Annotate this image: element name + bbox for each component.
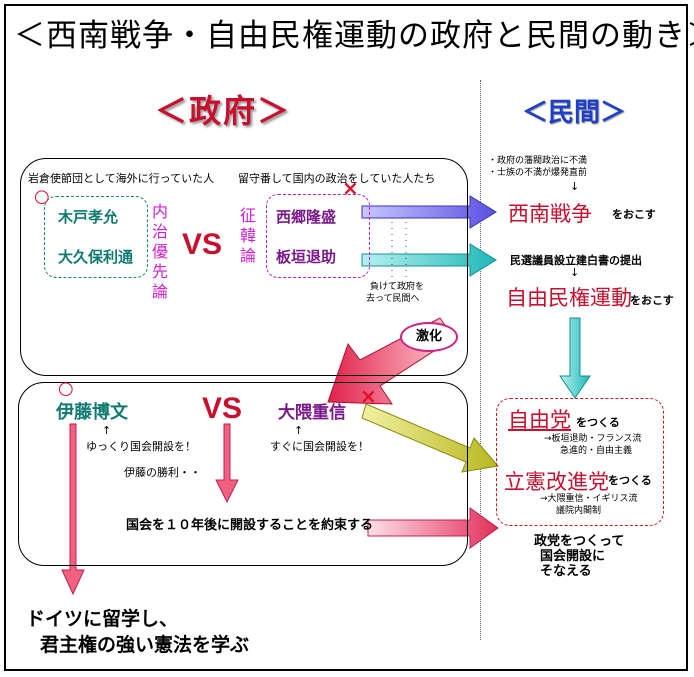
circle-mark-ito: ○	[58, 378, 74, 399]
gekika-bubble: 激化	[400, 322, 458, 352]
jiyuto-name: 自由党	[508, 408, 571, 432]
small-down-arrow-1: ↓	[570, 180, 580, 193]
small-down-arrow-2: ↓	[570, 266, 580, 279]
iwakura-label: 岩倉使節団として海外に行っていた人	[28, 172, 215, 185]
arrow-okuma-to-rikken	[361, 403, 499, 473]
okuma-note: すぐに国会開設を！	[270, 440, 369, 453]
jiyu-minken-movement: 自由民権運動	[506, 286, 632, 310]
arrow-minken-to-jiyuto	[559, 317, 591, 399]
itagaki-name: 板垣退助	[276, 248, 337, 266]
germany-line-2: 君主権の強い憲法を学ぶ	[40, 634, 250, 656]
government-header: ＜政府＞	[155, 92, 292, 130]
party-line-1: 政党をつくって	[534, 534, 625, 549]
party-line-3: そなえる	[540, 564, 592, 579]
arrow-up-okuma: ↑	[294, 424, 304, 437]
rikken-detail-2: 議院内閣制	[556, 506, 602, 516]
arrow-promise-to-party	[367, 507, 499, 549]
okubo-name: 大久保利通	[58, 248, 134, 266]
ito-name: 伊藤博文	[56, 402, 128, 423]
vs-bottom: VS	[202, 392, 243, 425]
cross-mark-okuma: ×	[360, 384, 377, 408]
arrow-ito-down	[61, 423, 85, 596]
rusu-group-box	[266, 194, 370, 278]
center-divider	[480, 80, 481, 640]
rikken-detail-1: →大隈重信・イギリス流	[540, 494, 638, 504]
rusu-label: 留守番して国内の政治をしていた人たち	[238, 172, 436, 185]
arrow-ito-win-down	[215, 423, 239, 504]
rikken-kaishinto-name: 立憲改進党	[504, 470, 609, 494]
jiyuto-suffix: をつくる	[576, 416, 620, 429]
okuma-name: 大隈重信	[278, 403, 346, 423]
rikken-suffix: をつくる	[608, 474, 652, 487]
parties-group-box	[496, 398, 664, 526]
leave-note-2: 去って民間へ	[366, 294, 420, 304]
vs-top: VS	[182, 228, 223, 261]
naichi-yusen-label: 内治優先論	[152, 202, 169, 301]
jiyu-minken-suffix: をおこす	[630, 294, 674, 307]
page-title: ＜西南戦争・自由民権運動の政府と民間の動き＞	[14, 18, 694, 54]
complaint-line-1: ・政府の藩閥政治に不満	[488, 156, 588, 166]
promise-text: 国会を１０年後に開設することを約束する	[126, 518, 374, 533]
complaint-line-2: ・士族の不満が爆発直前	[488, 168, 588, 178]
party-line-2: 国会開設に	[540, 549, 606, 564]
jiyuto-detail-2: 急進的・自由主義	[560, 446, 633, 456]
arrow-itagaki-to-minsen	[361, 243, 497, 277]
seinan-suffix: をおこす	[612, 208, 656, 221]
circle-mark-kido: ○	[34, 186, 50, 207]
kido-name: 木戸孝允	[58, 208, 119, 226]
jiyuto-detail-1: →板垣退助・フランス流	[544, 434, 642, 444]
top-section-box	[20, 158, 468, 376]
ito-note: ゆっくり国会開設を！	[86, 440, 196, 453]
iwakura-group-box	[44, 196, 148, 278]
arrow-saigo-to-seinan	[361, 195, 497, 229]
arrow-up-ito: ↑	[102, 424, 112, 437]
leave-note-1: 負けて政府を	[370, 282, 425, 292]
seinan-war: 西南戦争	[508, 202, 592, 226]
cross-mark-saigo: ×	[342, 176, 359, 200]
minsen-petition: 民選議員設立建白書の提出	[510, 254, 642, 267]
ito-win-note: 伊藤の勝利・・	[124, 466, 201, 479]
saigo-name: 西郷隆盛	[276, 208, 337, 226]
bottom-section-box	[18, 382, 468, 566]
seikan-label: 征韓論	[240, 206, 257, 265]
outer-frame	[4, 4, 688, 671]
germany-line-1: ドイツに留学し、	[26, 608, 179, 630]
private-header: ＜民間＞	[522, 98, 627, 128]
